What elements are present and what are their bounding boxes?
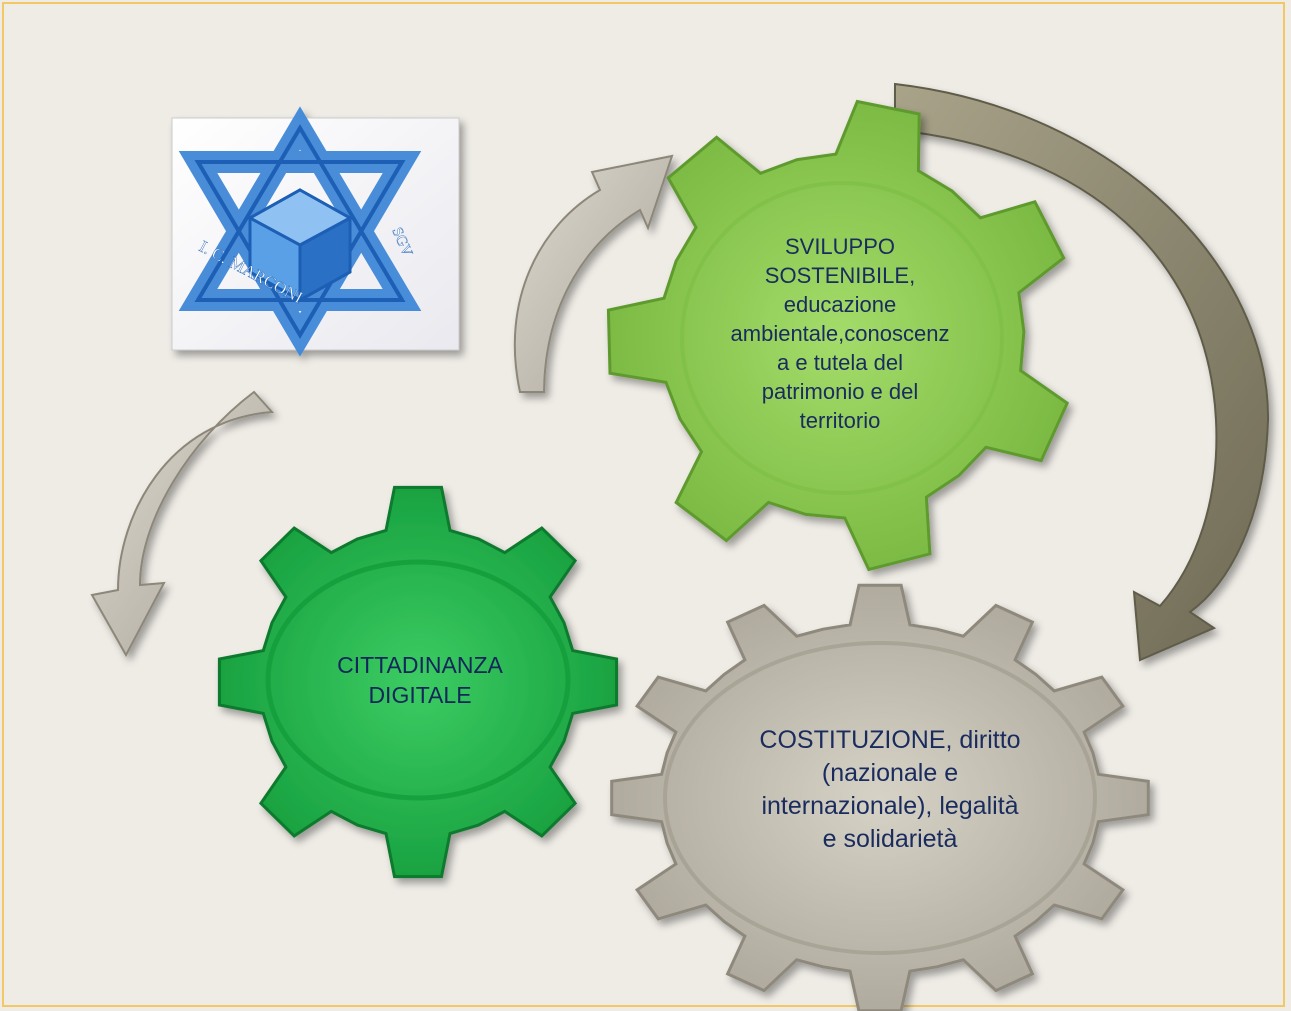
- gear-label-sviluppo: SVILUPPO SOSTENIBILE, educazione ambient…: [690, 228, 990, 438]
- sviluppo-line-3: educazione: [783, 291, 897, 317]
- cittadinanza-line-2: DIGITALE: [368, 682, 472, 708]
- sviluppo-line-5: a e tutela del: [777, 349, 903, 375]
- school-logo: I. C. MARCONI SGV: [171, 106, 460, 357]
- costituzione-line-3: internazionale), legalità: [761, 792, 1019, 820]
- cycle-arrow-left: [90, 390, 275, 658]
- gear-cittadinanza: [217, 485, 619, 879]
- sviluppo-line-2: SOSTENIBILE,: [764, 262, 916, 288]
- gear-sviluppo: [606, 99, 1070, 572]
- sviluppo-line-7: territorio: [799, 407, 881, 433]
- gear-label-costituzione: COSTITUZIONE, diritto (nazionale e inter…: [700, 715, 1080, 865]
- sviluppo-line-6: patrimonio e del: [761, 378, 919, 404]
- cycle-arrow-right: [894, 82, 1270, 662]
- sviluppo-line-4: ambientale,conoscenz: [730, 320, 950, 346]
- cycle-arrow-center: [513, 154, 674, 393]
- costituzione-line-1: COSTITUZIONE, diritto: [759, 726, 1021, 754]
- sviluppo-line-1: SVILUPPO: [784, 233, 896, 259]
- cittadinanza-line-1: CITTADINANZA: [337, 652, 503, 678]
- costituzione-line-4: e solidarietà: [822, 825, 958, 853]
- gear-costituzione: [610, 583, 1150, 1011]
- costituzione-line-2: (nazionale e: [821, 759, 959, 787]
- gear-label-cittadinanza: CITTADINANZA DIGITALE: [290, 640, 550, 720]
